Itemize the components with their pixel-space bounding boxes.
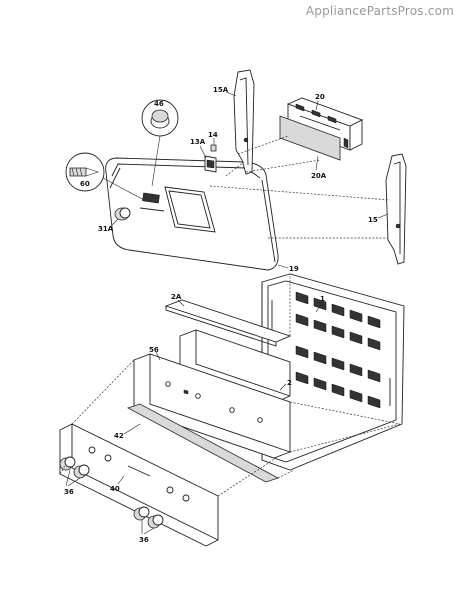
label-2: 2 (287, 379, 292, 387)
label-42: 42 (114, 432, 124, 440)
label-19: 19 (289, 265, 299, 273)
part-56-control-panel (133, 351, 291, 459)
label-36-right: 36 (139, 536, 149, 544)
part-60-callout (65, 152, 145, 201)
part-31a-knob (111, 207, 131, 226)
part-36-knobs-right (133, 506, 164, 535)
watermark: AppliancePartsPros.com (305, 4, 454, 18)
label-2a: 2A (171, 293, 182, 301)
lower-alignment-guides (59, 274, 401, 497)
label-20a: 20A (311, 172, 327, 180)
back-panel-vent-slots (295, 291, 381, 409)
label-60: 60 (80, 180, 90, 188)
backguard-panel (105, 157, 279, 271)
leader-19 (277, 264, 289, 269)
label-14: 14 (208, 131, 218, 139)
part-13a-switch (199, 145, 217, 173)
part-14-clip (210, 138, 217, 152)
label-20: 20 (315, 93, 325, 101)
part-15a-bracket (225, 69, 255, 175)
label-15: 15 (368, 216, 378, 224)
label-1: 1 (320, 295, 325, 303)
part-1-back-panel (261, 273, 405, 471)
part-36-knobs-left (59, 456, 90, 487)
label-13a: 13A (190, 138, 206, 146)
part-15-bracket (377, 153, 407, 265)
label-36-left: 36 (64, 488, 74, 496)
label-46: 46 (154, 100, 164, 108)
label-56: 56 (149, 346, 159, 354)
upper-alignment-guides (209, 135, 391, 239)
part-46-callout (141, 99, 179, 187)
label-40: 40 (110, 485, 120, 493)
part-20-control-board (286, 97, 364, 151)
part-20a-overlay (279, 115, 341, 171)
label-31a: 31A (98, 225, 114, 233)
label-15a: 15A (213, 86, 229, 94)
